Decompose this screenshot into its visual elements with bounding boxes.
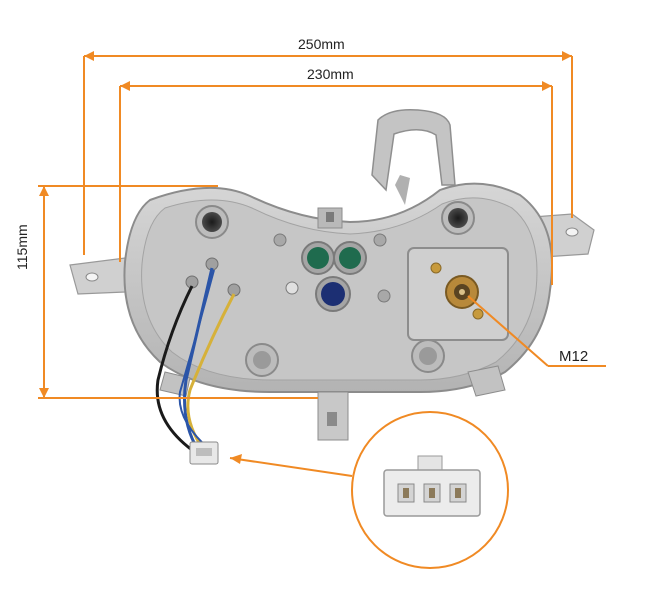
drive-socket-core	[459, 289, 465, 295]
screw-lower	[377, 289, 391, 303]
wire-blue	[183, 267, 214, 451]
thread-size-label: M12	[559, 348, 589, 365]
upper-right-socket-hole	[448, 208, 468, 228]
screw-center	[285, 281, 299, 295]
screw-right	[373, 233, 387, 247]
connector-zoom-detail	[383, 455, 481, 517]
wire-yellow	[186, 293, 236, 451]
wire-blue-2	[178, 269, 215, 451]
left-mount-hole	[85, 272, 99, 282]
bracket-rib	[395, 175, 410, 205]
right-mount-hole	[565, 227, 579, 237]
height-label: 115mm	[14, 224, 30, 270]
wire-black	[155, 285, 194, 452]
mounting-bracket	[371, 108, 456, 192]
dimension-arrows	[39, 51, 572, 464]
drive-plate-screw-bottom	[472, 308, 484, 320]
overall-width-label: 250mm	[298, 36, 345, 52]
dimension-lines	[38, 55, 606, 477]
bottom-right-tab	[467, 365, 506, 397]
indicator-lens-left-green	[307, 247, 329, 269]
lower-right-socket-inner	[419, 347, 437, 365]
drive-plate-screw-top	[430, 262, 442, 274]
mount-width-label: 230mm	[307, 66, 354, 82]
lower-left-socket-inner	[253, 351, 271, 369]
top-tab-slot	[326, 212, 334, 222]
connector-plug-slot	[196, 448, 212, 456]
bottom-tab-slot	[327, 412, 337, 426]
upper-left-socket-hole	[202, 212, 222, 232]
indicator-lens-bottom-blue	[321, 282, 345, 306]
screw-left	[273, 233, 287, 247]
indicator-lens-right-green	[339, 247, 361, 269]
